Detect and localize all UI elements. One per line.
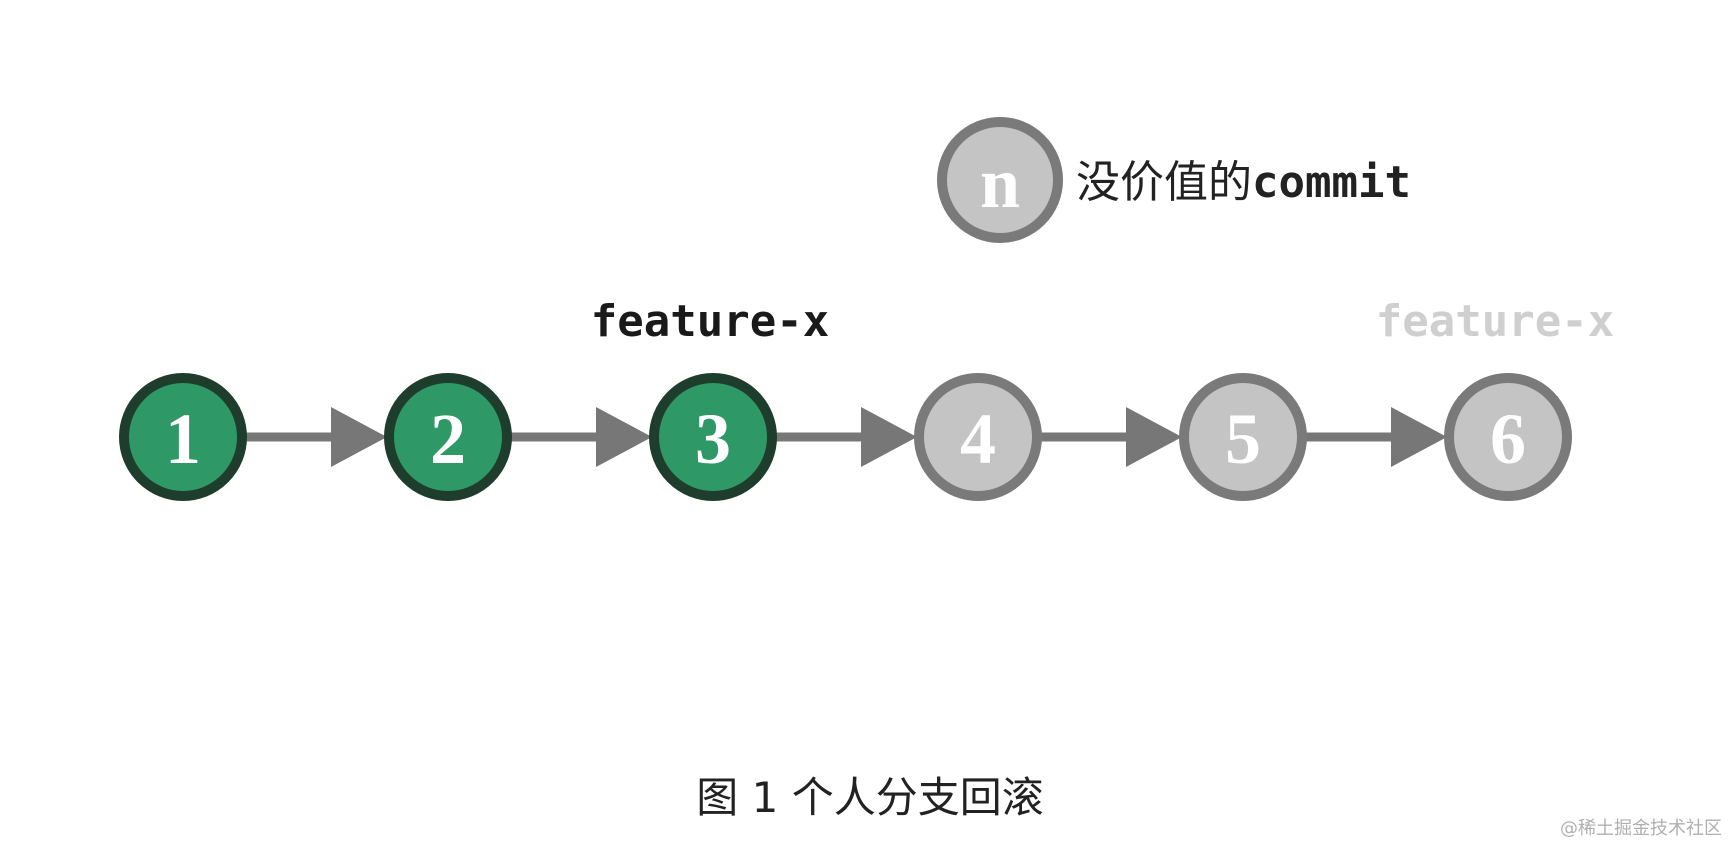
commit-arrow (1306, 407, 1447, 467)
legend-node-label: n (980, 143, 1020, 223)
legend: n 没价值的commit (937, 117, 1411, 243)
commit-node-3: 3 (649, 373, 777, 501)
commit-circle (1179, 373, 1307, 501)
watermark: @稀土掘金技术社区 (1560, 818, 1722, 839)
commit-arrow (511, 407, 652, 467)
commit-label: 5 (1225, 399, 1261, 479)
commit-node-5: 5 (1179, 373, 1307, 501)
commit-label: 4 (960, 399, 996, 479)
commit-node-4: 4 (914, 373, 1042, 501)
commit-circle (119, 373, 247, 501)
commit-label: 6 (1490, 399, 1526, 479)
commit-circle (649, 373, 777, 501)
arrow-head (1391, 407, 1447, 467)
arrows-layer (246, 407, 1447, 467)
commit-label: 2 (430, 399, 466, 479)
legend-text-code: commit (1252, 157, 1411, 208)
legend-text: 没价值的commit (1076, 157, 1411, 208)
arrow-head (1126, 407, 1182, 467)
commit-circle (1444, 373, 1572, 501)
branch-label-feature-x: feature-x (591, 296, 829, 347)
arrow-head (331, 407, 387, 467)
arrow-head (861, 407, 917, 467)
branch-label-feature-x-faded: feature-x (1376, 296, 1614, 347)
commit-node-6: 6 (1444, 373, 1572, 501)
commit-node-1: 1 (119, 373, 247, 501)
commit-arrow (1041, 407, 1182, 467)
figure-caption: 图 1 个人分支回滚 (696, 773, 1043, 822)
legend-text-cn: 没价值的 (1076, 157, 1252, 208)
arrow-head (596, 407, 652, 467)
commit-circle (914, 373, 1042, 501)
commit-node-2: 2 (384, 373, 512, 501)
commit-circle (384, 373, 512, 501)
commit-arrow (246, 407, 387, 467)
commit-label: 3 (695, 399, 731, 479)
commit-arrow (776, 407, 917, 467)
commit-label: 1 (165, 399, 201, 479)
legend-commit-node (937, 117, 1063, 243)
commits-layer: 1 2 3 4 5 6 (119, 373, 1572, 501)
